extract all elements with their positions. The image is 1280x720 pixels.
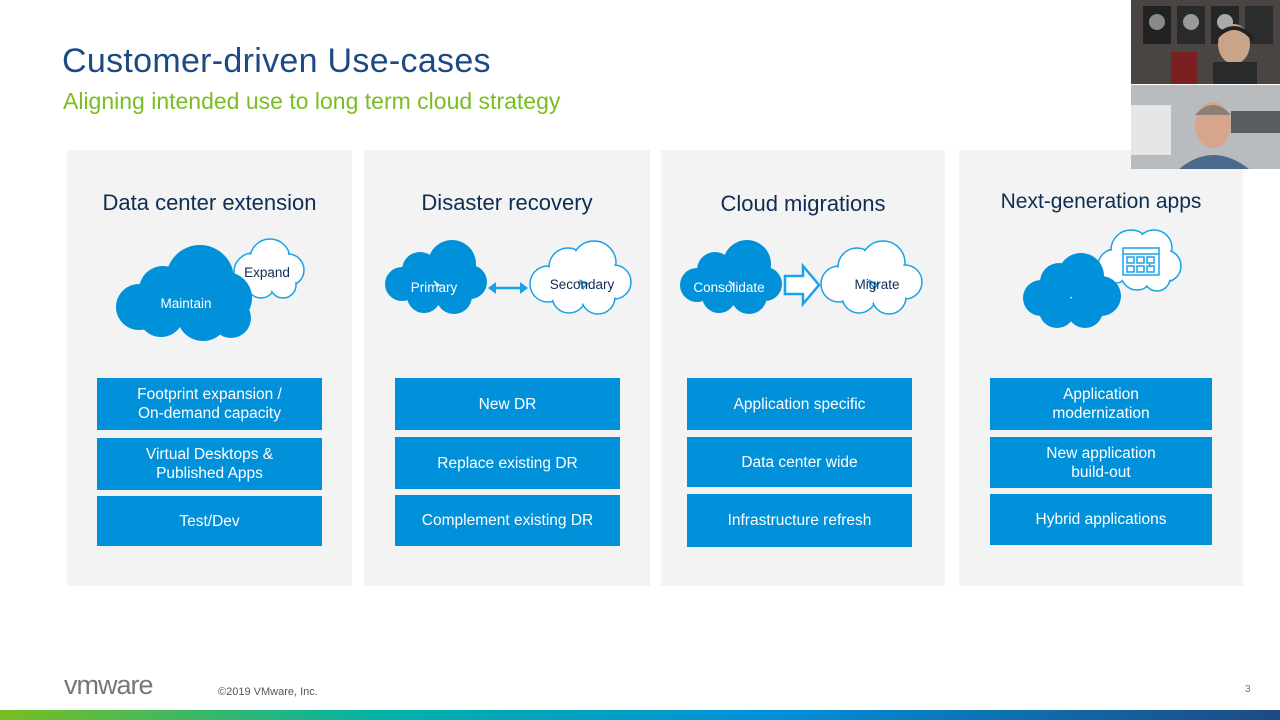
solid-cloud [1023,253,1121,328]
cloud-diagram: Consolidate Migrate [680,240,923,315]
right-arrow-icon [783,262,821,308]
column-title: Data center extension [102,190,317,215]
webcam-feed-participant-1 [1131,0,1280,84]
vmware-logo: vmware [64,670,154,700]
column-next-generation-apps: Next-generation apps Application moderni… [959,150,1243,586]
page-number: 3 [1245,684,1251,695]
use-case-item: Hybrid applications [990,494,1212,545]
copyright-text: ©2019 VMware, Inc. [218,686,318,698]
use-case-item: Footprint expansion / On-demand capacity [97,378,322,430]
use-case-item: Infrastructure refresh [687,494,912,547]
webcam-image [1131,85,1280,169]
brand-gradient-bar [0,710,1280,720]
cloud-label-consolidate: Consolidate [693,280,764,295]
column-title: Cloud migrations [720,191,886,216]
cloud-label-maintain: Maintain [160,296,211,311]
use-case-item: Virtual Desktops & Published Apps [97,438,322,490]
cloud-label-primary: Primary [411,280,458,295]
primary-cloud [385,240,487,314]
use-case-item: New DR [395,378,620,430]
column-title: Next-generation apps [1000,190,1202,213]
use-case-item: New application build-out [990,437,1212,488]
webcam-image [1131,0,1280,84]
use-case-item: Data center wide [687,437,912,487]
cloud-label-migrate: Migrate [854,277,899,292]
use-case-item: Application modernization [990,378,1212,430]
column-cloud-migrations: Cloud migrations Consolidate Migrate App… [661,150,945,586]
cloud-label-expand: Expand [244,265,290,280]
app-grid-icon [1122,247,1160,276]
cloud-diagram: Maintain Expand [116,238,305,341]
use-case-item: Application specific [687,378,912,430]
maintain-cloud [116,245,252,341]
webcam-feed-participant-2 [1131,85,1280,169]
cloud-label-secondary: Secondary [550,277,615,292]
use-case-item: Replace existing DR [395,437,620,489]
consolidate-cloud [680,240,782,314]
slide-subtitle: Aligning intended use to long term cloud… [63,88,561,114]
cloud-diagram: Primary Secondary [385,240,632,315]
use-case-item: Test/Dev [97,496,322,546]
double-arrow-icon [488,282,528,294]
column-data-center-extension: Data center extension Maintain Expand Fo… [67,150,352,586]
cloud-diagram [1023,229,1182,328]
column-disaster-recovery: Disaster recovery Primary Secondary New … [364,150,650,586]
slide-title: Customer-driven Use-cases [62,42,491,80]
column-title: Disaster recovery [421,190,593,215]
use-case-item: Complement existing DR [395,495,620,546]
